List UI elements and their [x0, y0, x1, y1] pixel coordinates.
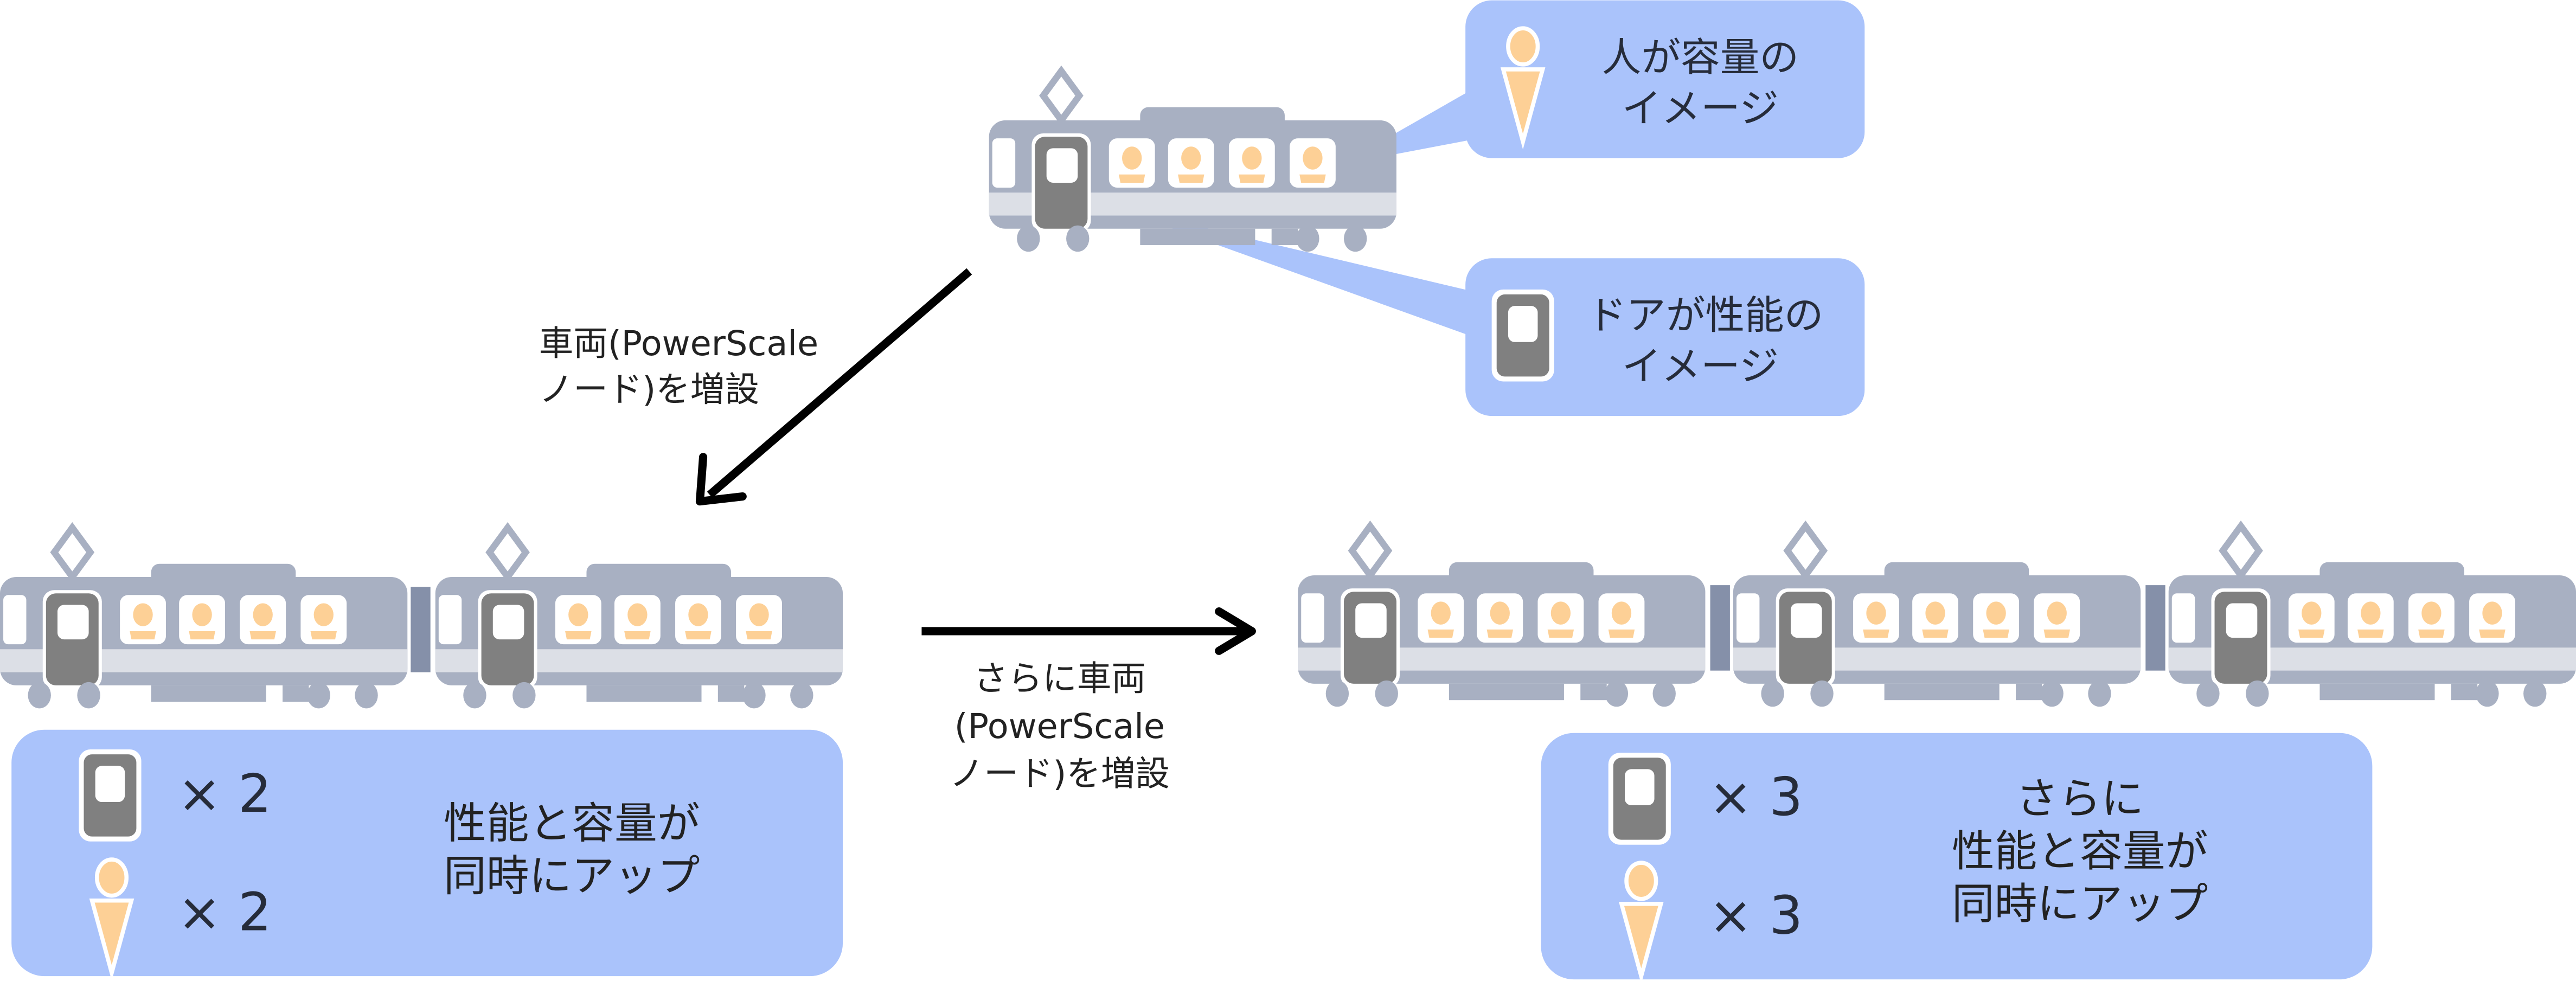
arrow-label-line2: (PowerScale: [954, 707, 1165, 747]
door-icon: [1491, 289, 1554, 382]
door-count: × 2: [177, 763, 272, 824]
summary-line2: 性能と容量が: [1952, 826, 2208, 876]
person-count: × 3: [1709, 884, 1803, 946]
train-car: [0, 528, 407, 708]
coupler: [2145, 585, 2165, 671]
summary-line1: さらに: [2016, 774, 2144, 824]
arrow-label-line1: 車両(PowerScale: [539, 324, 819, 364]
arrow-head: [1215, 607, 1256, 655]
train-car: [1298, 526, 1705, 707]
person-callout: 人が容量の イメージ: [1340, 0, 1865, 165]
callout-text-line2: イメージ: [1622, 86, 1779, 132]
callout-text-line2: イメージ: [1622, 344, 1779, 389]
summary-line2: 同時にアップ: [444, 851, 700, 901]
callout-text-line1: 人が容量の: [1602, 35, 1799, 81]
callout-text-line1: ドアが性能の: [1587, 293, 1823, 339]
callout-box: [1465, 258, 1865, 416]
summary-three-cars: × 3 × 3 さらに 性能と容量が 同時にアップ: [1541, 733, 2373, 980]
door-icon: [79, 749, 142, 842]
arrow-head: [695, 453, 747, 506]
train-three-cars: [1298, 526, 2576, 707]
door-callout: ドアが性能の イメージ: [1104, 204, 1865, 416]
train-car: [1733, 526, 2141, 707]
summary-line3: 同時にアップ: [1952, 879, 2208, 929]
add-car-arrow: 車両(PowerScale ノード)を増設: [539, 268, 972, 506]
summary-two-cars: × 2 × 2 性能と容量が 同時にアップ: [11, 729, 843, 977]
train-car: [435, 528, 843, 708]
callout-box: [1465, 0, 1865, 158]
summary-line1: 性能と容量が: [444, 799, 700, 849]
add-more-cars-arrow: さらに車両 (PowerScale ノード)を増設: [921, 607, 1256, 794]
person-count: × 2: [177, 881, 272, 942]
train-car: [989, 71, 1396, 252]
arrow-label-line3: ノード)を増設: [950, 754, 1170, 794]
door-icon: [1608, 753, 1671, 845]
train-two-cars: [0, 528, 843, 708]
summary-box: [1541, 733, 2373, 980]
train-car: [2169, 526, 2576, 707]
arrow-label-line1: さらに車両: [973, 659, 1146, 699]
coupler: [411, 587, 431, 672]
arrow-line: [707, 268, 972, 498]
train-single-car: [989, 71, 1396, 252]
arrow-label-line2: ノード)を増設: [539, 370, 759, 410]
coupler: [1710, 585, 1730, 671]
summary-box: [11, 729, 843, 977]
door-count: × 3: [1709, 766, 1803, 827]
